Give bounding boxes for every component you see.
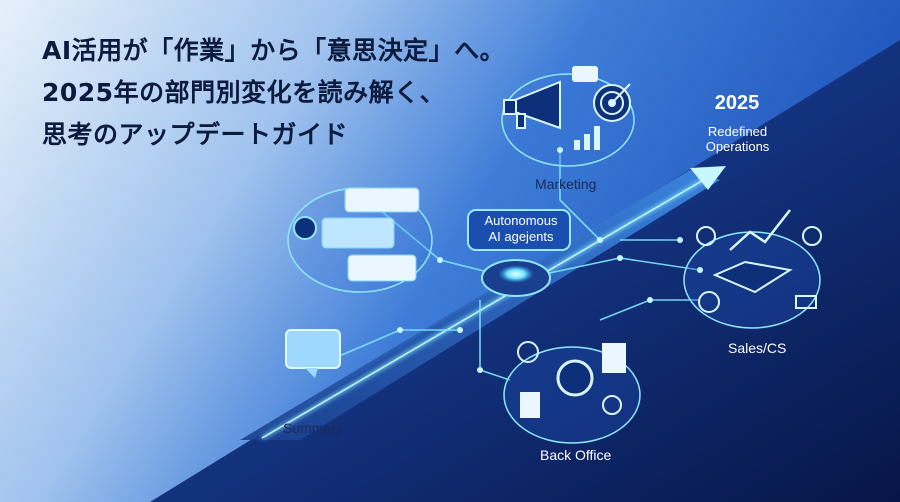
truck-icon	[795, 295, 817, 309]
globe-icon	[293, 216, 317, 240]
chat-bubble-icon	[344, 187, 420, 213]
goal-line-2: Operations	[705, 139, 770, 154]
summary-node	[285, 187, 433, 378]
chat-bubble-icon	[347, 254, 417, 282]
headline-line-3: 思考のアップデートガイド	[42, 120, 349, 149]
globe-icon	[517, 341, 539, 363]
summary-label: Summary	[283, 420, 343, 436]
headline-line-1: AI活用が「作業」から「意思決定」へ。	[42, 36, 506, 65]
agents-badge-line-1: Autonomous	[484, 213, 558, 228]
target-icon	[593, 83, 631, 122]
circuit-dots	[397, 147, 703, 373]
back-office-label: Back Office	[540, 447, 612, 463]
agents-badge-line-2: AI agejents	[488, 229, 554, 244]
sales-cs-label: Sales/CS	[728, 340, 787, 356]
back-office-node	[503, 341, 641, 444]
goal-line-1: Redefined	[707, 124, 768, 139]
sales-cs-node	[683, 209, 822, 329]
heart-chat-icon	[696, 226, 716, 246]
message-bubble-icon	[572, 66, 598, 82]
bar-chart-icon	[574, 126, 600, 150]
chat-bubble-icon	[321, 217, 395, 249]
handshake-icon	[712, 260, 793, 294]
summary-document-icon	[285, 329, 341, 369]
megaphone-icon	[503, 80, 561, 130]
agents-hub	[467, 209, 571, 297]
document-icon	[520, 392, 540, 418]
gear-icon	[802, 226, 822, 246]
dollar-icon	[698, 291, 720, 313]
gear-icon	[556, 359, 594, 397]
arrow-head-icon	[690, 166, 726, 190]
document-icon	[602, 343, 626, 373]
goal-year: 2025	[714, 92, 760, 114]
trend-up-icon	[729, 209, 791, 251]
gear-icon	[602, 395, 622, 415]
headline-line-2: 2025年の部門別変化を読み解く、	[42, 78, 446, 107]
agents-badge	[467, 209, 571, 251]
marketing-label: Marketing	[535, 176, 597, 192]
marketing-node	[501, 66, 635, 167]
